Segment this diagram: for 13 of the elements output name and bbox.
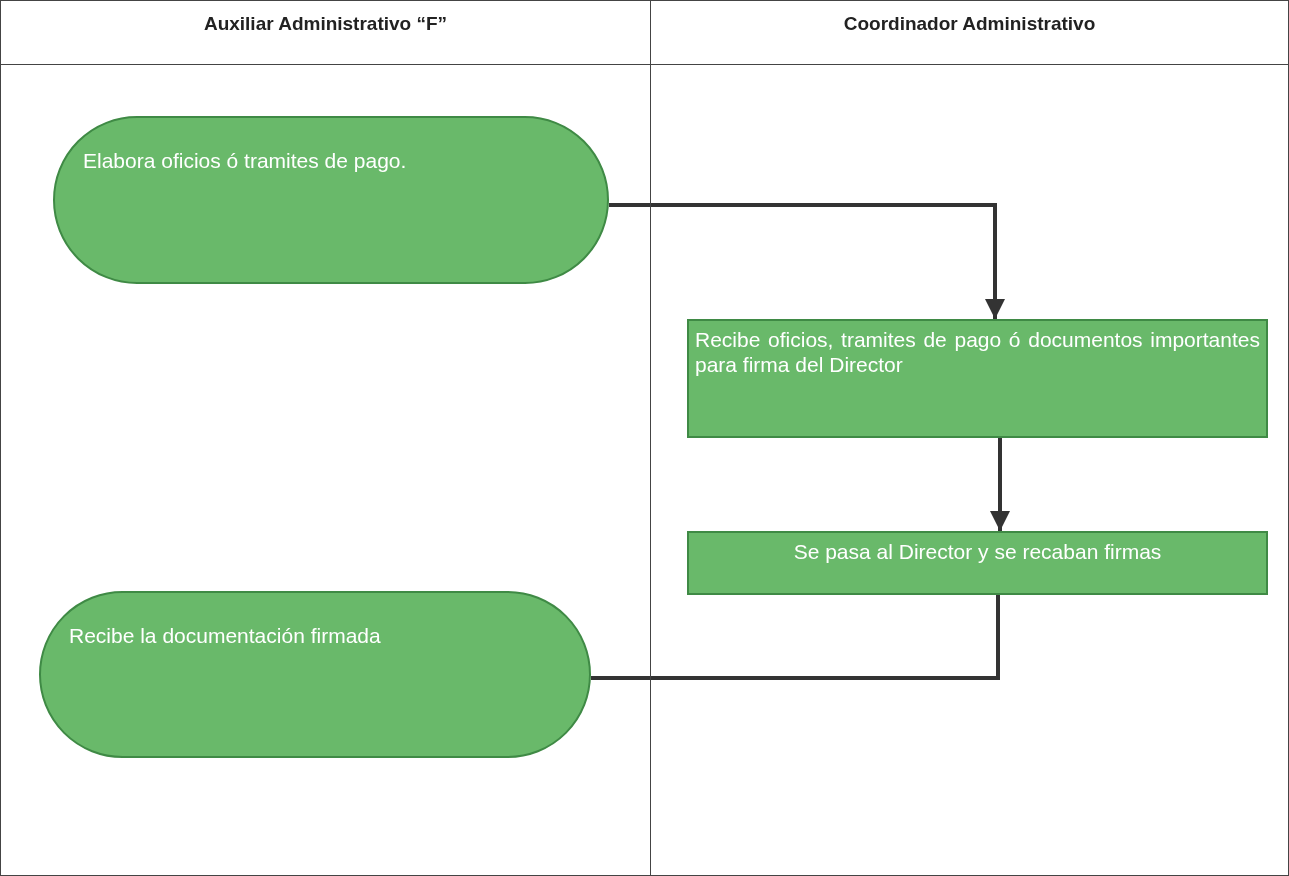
step-text: Recibe la documentación firmada: [69, 623, 382, 649]
lane-header: Auxiliar Administrativo “F”: [203, 13, 448, 35]
arrow: [990, 438, 1010, 531]
lane-header: Coordinador Administrativo: [843, 13, 1096, 35]
step-text: Elabora oficios ó tramites de pago.: [83, 148, 408, 174]
swimlane: [0, 0, 651, 876]
step-text: Se pasa al Director y se recaban firmas: [792, 539, 1163, 565]
process-box: [687, 531, 1268, 595]
step-text: Recibe oficios, tramites de pago ó documentos importantes para firma del Director: [695, 327, 1260, 378]
swimlane: [650, 0, 1289, 876]
arrow: [609, 203, 1005, 319]
connector-line: [591, 595, 1000, 680]
process-box: [687, 319, 1268, 438]
